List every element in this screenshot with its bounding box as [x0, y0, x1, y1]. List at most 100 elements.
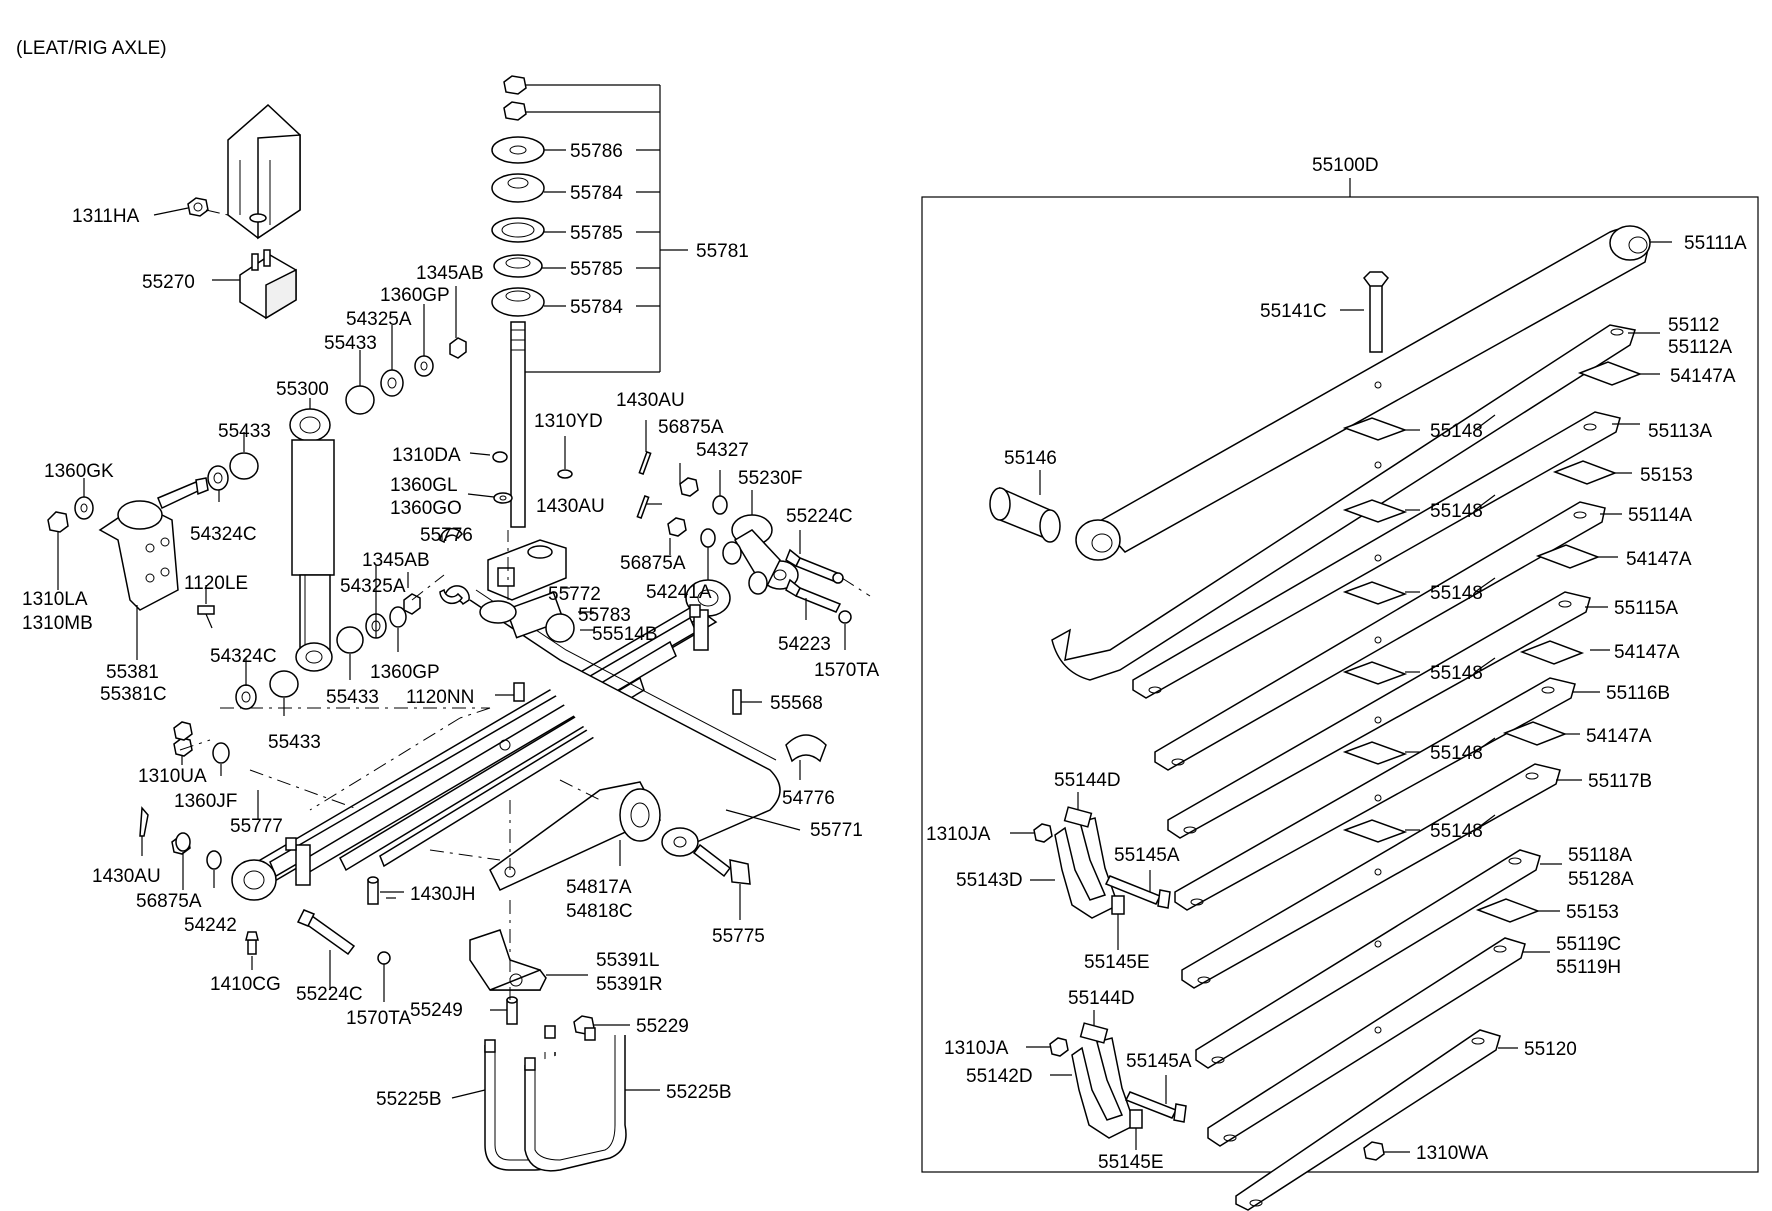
label-1430JH: 1430JH: [410, 884, 476, 905]
label-54327: 54327: [696, 440, 749, 461]
rubber-mount-55270-part: [239, 249, 297, 320]
main-leaf-part: [1075, 225, 1651, 561]
label-1345AB: 1345AB: [362, 550, 430, 571]
leader-lines-left: [57, 207, 457, 1002]
stud-washer-stack-part: [491, 75, 545, 528]
label-55112: 55112: [1668, 315, 1719, 336]
label-54818C: 54818C: [566, 901, 633, 922]
label-1360GO: 1360GO: [390, 498, 462, 519]
label-54223: 54223: [778, 634, 831, 655]
label-54147A: 54147A: [1670, 366, 1736, 387]
leaf-55116b-part: [1174, 677, 1576, 911]
label-55119H: 55119H: [1556, 957, 1621, 978]
label-55148: 55148: [1430, 583, 1483, 604]
label-1310UA: 1310UA: [138, 766, 207, 787]
label-55775: 55775: [712, 926, 765, 947]
label-1310JA: 1310JA: [926, 824, 991, 845]
label-55144D: 55144D: [1054, 770, 1121, 791]
label-55249: 55249: [410, 1000, 463, 1021]
label-1310JA: 1310JA: [944, 1038, 1009, 1059]
label-55117B: 55117B: [1588, 771, 1652, 792]
label-55786: 55786: [570, 141, 623, 162]
label-55381: 55381: [106, 662, 159, 683]
label-55270: 55270: [142, 272, 195, 293]
label-1360GL: 1360GL: [390, 475, 458, 496]
label-55433: 55433: [324, 333, 377, 354]
label-55112A: 55112A: [1668, 337, 1732, 358]
u-bolts-part: [484, 1025, 627, 1172]
label-55391L: 55391L: [596, 950, 659, 971]
label-56875A: 56875A: [136, 891, 202, 912]
label-54325A: 54325A: [340, 576, 406, 597]
label-55224C: 55224C: [296, 984, 363, 1005]
label-55785: 55785: [570, 259, 623, 280]
spring-seat-part: [469, 929, 547, 991]
label-1430AU: 1430AU: [616, 390, 685, 411]
clip-55143d-part: [1033, 806, 1171, 919]
shackle-bolts-part: [785, 548, 871, 624]
label-54241A: 54241A: [646, 582, 712, 603]
label-54776: 54776: [782, 788, 835, 809]
label-55781: 55781: [696, 241, 749, 262]
part-labels-right: 55100D 55111A 55141C 55112 55112A 54147A…: [926, 155, 1747, 1173]
label-55300: 55300: [276, 379, 329, 400]
label-55114A: 55114A: [1628, 505, 1692, 526]
label-1310LA: 1310LA: [22, 589, 88, 610]
label-55784: 55784: [570, 183, 623, 204]
label-56875A: 56875A: [620, 553, 686, 574]
assembly-guide-lines: [179, 530, 601, 1000]
label-55514B: 55514B: [592, 624, 658, 645]
label-55433: 55433: [268, 732, 321, 753]
label-55145E: 55145E: [1084, 952, 1150, 973]
label-55225B: 55225B: [376, 1089, 442, 1110]
label-55119C: 55119C: [1556, 934, 1621, 955]
label-55784: 55784: [570, 297, 623, 318]
leaf-spring-assembly-drawing: [921, 178, 1759, 1211]
leaf-55117b-part: [1181, 763, 1561, 989]
shock-absorber-part: [289, 408, 335, 672]
label-55433: 55433: [326, 687, 379, 708]
label-55116B: 55116B: [1606, 683, 1670, 704]
label-54147A: 54147A: [1614, 642, 1680, 663]
label-55153: 55153: [1566, 902, 1619, 923]
label-55115A: 55115A: [1614, 598, 1678, 619]
nut-1310wa-part: [1363, 1141, 1385, 1161]
label-56875A: 56875A: [658, 417, 724, 438]
label-1345AB: 1345AB: [416, 263, 484, 284]
lower-bolt-part: [296, 909, 391, 965]
label-55111A: 55111A: [1684, 233, 1747, 254]
label-1120LE: 1120LE: [184, 573, 248, 594]
label-54242: 54242: [184, 915, 237, 936]
leader-lines-right: [1010, 241, 1672, 1153]
spring-hanger-bracket-part: [47, 477, 215, 629]
center-bolt-part: [1363, 271, 1389, 353]
shock-bushings-part: [207, 337, 467, 710]
assembly-frame: [921, 196, 1759, 1173]
label-55145E: 55145E: [1098, 1152, 1164, 1173]
label-55229: 55229: [636, 1016, 689, 1037]
label-55230F: 55230F: [738, 468, 802, 489]
label-1360JF: 1360JF: [174, 791, 237, 812]
label-55146: 55146: [1004, 448, 1057, 469]
label-1310WA: 1310WA: [1416, 1143, 1488, 1164]
small-fasteners-part: [139, 451, 827, 955]
label-1570TA: 1570TA: [346, 1008, 411, 1029]
label-55148: 55148: [1430, 501, 1483, 522]
diagram-title: (LEAT/RIG AXLE): [16, 38, 167, 59]
part-labels-center: 55786 55784 55785 55785 55784 55781 1310…: [362, 141, 879, 1110]
label-55120: 55120: [1524, 1039, 1577, 1060]
label-55144D: 55144D: [1068, 988, 1135, 1009]
label-1360GP: 1360GP: [380, 285, 450, 306]
leaf-pads-part: [1342, 361, 1643, 923]
label-1360GK: 1360GK: [44, 461, 114, 482]
leaf-55119c-part: [1207, 937, 1526, 1147]
label-54324C: 54324C: [210, 646, 277, 667]
label-55145A: 55145A: [1126, 1051, 1192, 1072]
label-1311HA: 1311HA: [72, 206, 140, 227]
label-54325A: 54325A: [346, 309, 412, 330]
label-55771: 55771: [810, 820, 863, 841]
label-54147A: 54147A: [1586, 726, 1652, 747]
label-1310MB: 1310MB: [22, 613, 93, 634]
label-1430AU: 1430AU: [92, 866, 161, 887]
